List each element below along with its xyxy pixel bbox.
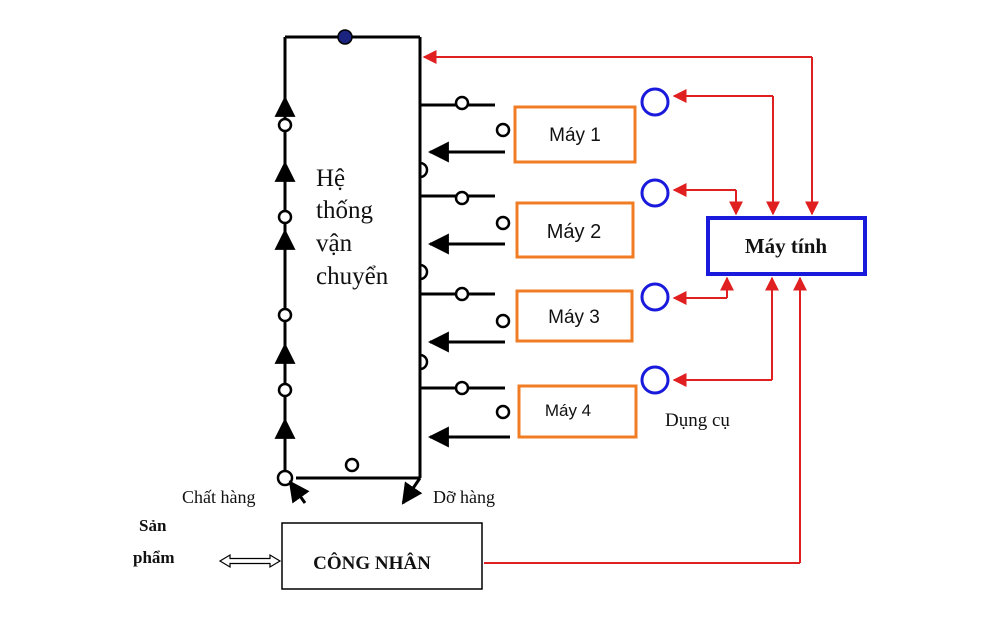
machine-1: Máy 1 <box>513 105 637 164</box>
unloading-label: Dỡ hàng <box>433 487 495 507</box>
worker: CÔNG NHÂN <box>281 522 483 590</box>
top-node <box>337 29 353 45</box>
signal-lines <box>422 50 819 564</box>
transfer-notches <box>419 161 429 371</box>
transport-label: Hệ thống vận chuyển <box>316 165 389 290</box>
branch-circles <box>454 95 511 420</box>
tool-circles <box>640 87 670 395</box>
machine-3: Máy 3 <box>515 289 634 343</box>
computer: Máy tính <box>706 216 867 276</box>
product-label: Sản phẩm <box>133 516 175 567</box>
product-double-arrow <box>218 553 282 569</box>
tool-circle-2 <box>640 178 670 208</box>
tool-circle-4 <box>640 365 670 395</box>
load-unload-arrows <box>288 477 423 505</box>
machine-2: Máy 2 <box>515 201 635 259</box>
tool-circle-1 <box>640 87 670 117</box>
tool-label: Dụng cụ <box>665 410 730 431</box>
machine-3-label: Máy 3 <box>548 307 600 328</box>
machine-4-label: Máy 4 <box>545 401 591 420</box>
tool-circle-3 <box>640 282 670 312</box>
machine-4: Máy 4 <box>517 384 638 439</box>
computer-label: Máy tính <box>745 234 828 258</box>
worker-label: CÔNG NHÂN <box>313 552 431 574</box>
loading-label: Chất hàng <box>182 487 256 507</box>
machine-1-label: Máy 1 <box>549 125 601 146</box>
transport-loop <box>283 35 422 480</box>
pallet-circles-left <box>276 117 294 487</box>
machine-2-label: Máy 2 <box>547 221 601 243</box>
pallet-circle-bottom <box>344 457 360 473</box>
